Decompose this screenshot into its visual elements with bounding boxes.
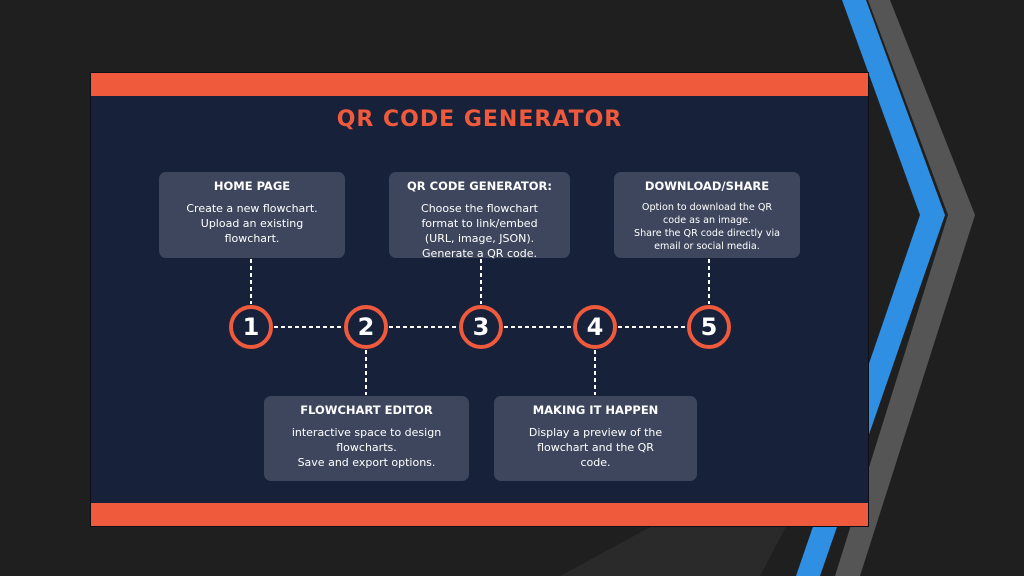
step-2-line: Save and export options. <box>297 456 436 469</box>
top-accent-band <box>91 73 868 96</box>
step-1-line: Create a new flowchart. <box>186 202 318 215</box>
step-2-card: FLOWCHART EDITOR interactive space to de… <box>264 396 469 481</box>
page-title: QR CODE GENERATOR <box>336 107 623 132</box>
step-4-circle <box>573 305 617 349</box>
step-2-heading: FLOWCHART EDITOR <box>300 403 433 417</box>
step-1-circle <box>229 305 273 349</box>
step-5-line: email or social media. <box>654 241 760 252</box>
step-4-line: Display a preview of the <box>528 426 663 439</box>
step-3-number: 3 <box>472 313 490 341</box>
step-4-heading: MAKING IT HAPPEN <box>532 403 659 417</box>
step-3-heading: QR CODE GENERATOR: <box>407 179 552 193</box>
step-1-line: Upload an existing <box>200 217 304 230</box>
slide: QR CODE GENERATOR HOME PAGE Create a new… <box>90 72 869 527</box>
deco-stripe-grey <box>835 0 975 576</box>
step-5-circle <box>687 305 731 349</box>
deco-stripe-blue <box>796 0 945 576</box>
step-5-line: Option to download the QR <box>641 202 773 213</box>
step-4-line: flowchart and the QR <box>537 441 654 454</box>
step-5-line: code as an image. <box>662 215 752 226</box>
step-2-circle <box>344 305 388 349</box>
step-3-line: format to link/embed <box>421 217 538 230</box>
step-4-card: MAKING IT HAPPEN Display a preview of th… <box>494 396 697 481</box>
step-3-line: Generate a QR code. <box>422 247 537 260</box>
step-4-number: 4 <box>586 313 604 341</box>
step-2-line: flowcharts. <box>336 441 397 454</box>
step-3-card: QR CODE GENERATOR: Choose the flowchart … <box>389 172 570 260</box>
step-5-line: Share the QR code directly via <box>633 228 781 239</box>
bottom-accent-band <box>91 503 868 526</box>
step-3-circle <box>459 305 503 349</box>
step-4-line: code. <box>580 456 611 469</box>
step-1-number: 1 <box>242 313 260 341</box>
step-3-line: (URL, image, JSON). <box>424 232 535 245</box>
step-5-heading: DOWNLOAD/SHARE <box>644 179 770 193</box>
step-1-heading: HOME PAGE <box>213 179 291 193</box>
step-5-card: DOWNLOAD/SHARE Option to download the QR… <box>614 172 800 258</box>
step-1-card: HOME PAGE Create a new flowchart. Upload… <box>159 172 345 258</box>
step-1-line: flowchart. <box>224 232 280 245</box>
step-2-number: 2 <box>357 313 375 341</box>
timeline-diagram <box>229 259 731 395</box>
step-2-line: interactive space to design <box>291 426 442 439</box>
step-5-number: 5 <box>700 313 718 341</box>
step-3-line: Choose the flowchart <box>421 202 538 215</box>
